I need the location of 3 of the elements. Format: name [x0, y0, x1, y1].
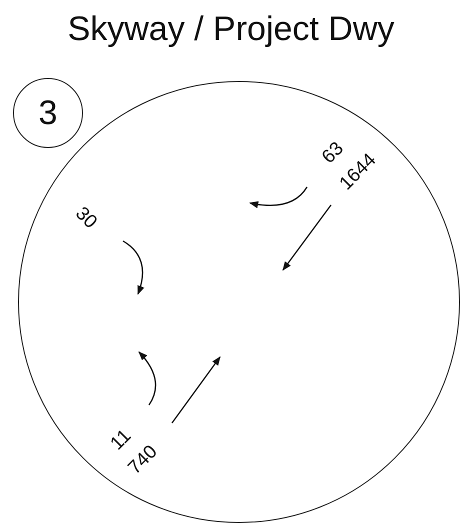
title: Skyway / Project Dwy — [66, 12, 396, 46]
volume-label: 63 — [318, 138, 348, 168]
volume-label: 30 — [72, 204, 100, 232]
